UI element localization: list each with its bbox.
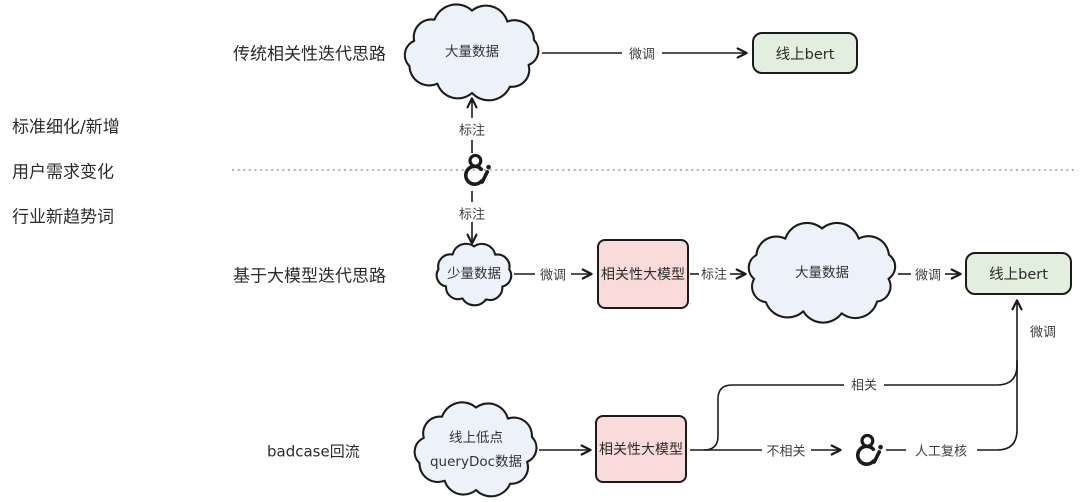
big-data-cloud-top-label: 大量数据 [445, 44, 499, 60]
big-data-cloud-mid [747, 221, 897, 324]
llm-approach-title: 基于大模型迭代思路 [233, 266, 386, 287]
badcase-backflow-title: badcase回流 [267, 442, 360, 461]
big-data-cloud-top [403, 3, 540, 102]
annotate-label-bottom: 标注 [458, 207, 486, 223]
side-label-trend-words: 行业新趋势词 [12, 207, 114, 228]
finetune-label-vertical: 微调 [1029, 325, 1057, 341]
irrelevant-label: 不相关 [766, 444, 806, 460]
querydoc-cloud-line2: queryDoc数据 [429, 454, 523, 470]
manual-review-person-icon [855, 433, 885, 466]
relevant-label: 相关 [850, 378, 878, 394]
relevance-model-node-bottom: 相关性大模型 [595, 415, 687, 483]
edge-relevant-merge [884, 364, 1018, 386]
querydoc-data-cloud [413, 401, 538, 498]
relevance-model-node-mid: 相关性大模型 [597, 239, 689, 309]
annotate-label-top: 标注 [458, 123, 486, 139]
edge-relevant-branch [703, 384, 844, 451]
manual-review-label: 人工复核 [914, 444, 968, 460]
finetune-label-row2a: 微调 [539, 268, 567, 284]
annotate-label-row2: 标注 [700, 267, 728, 283]
big-data-cloud-mid-label: 大量数据 [795, 265, 849, 281]
online-bert-node-top: 线上bert [752, 32, 858, 74]
querydoc-cloud-line1: 线上低点 [449, 430, 503, 446]
side-label-standard-refine: 标准细化/新增 [12, 117, 120, 138]
finetune-label-row1: 微调 [628, 47, 656, 63]
querydoc-cloud-label: 线上低点 queryDoc数据 [430, 426, 522, 474]
side-label-user-demand: 用户需求变化 [12, 162, 114, 183]
small-data-cloud-label: 少量数据 [447, 266, 501, 282]
online-bert-node-mid: 线上bert [965, 252, 1072, 295]
traditional-approach-title: 传统相关性迭代思路 [233, 44, 386, 65]
edge-review-merge [977, 360, 1018, 451]
small-data-cloud [435, 242, 513, 307]
finetune-label-row2b: 微调 [914, 268, 942, 284]
annotator-person-icon [463, 153, 493, 186]
